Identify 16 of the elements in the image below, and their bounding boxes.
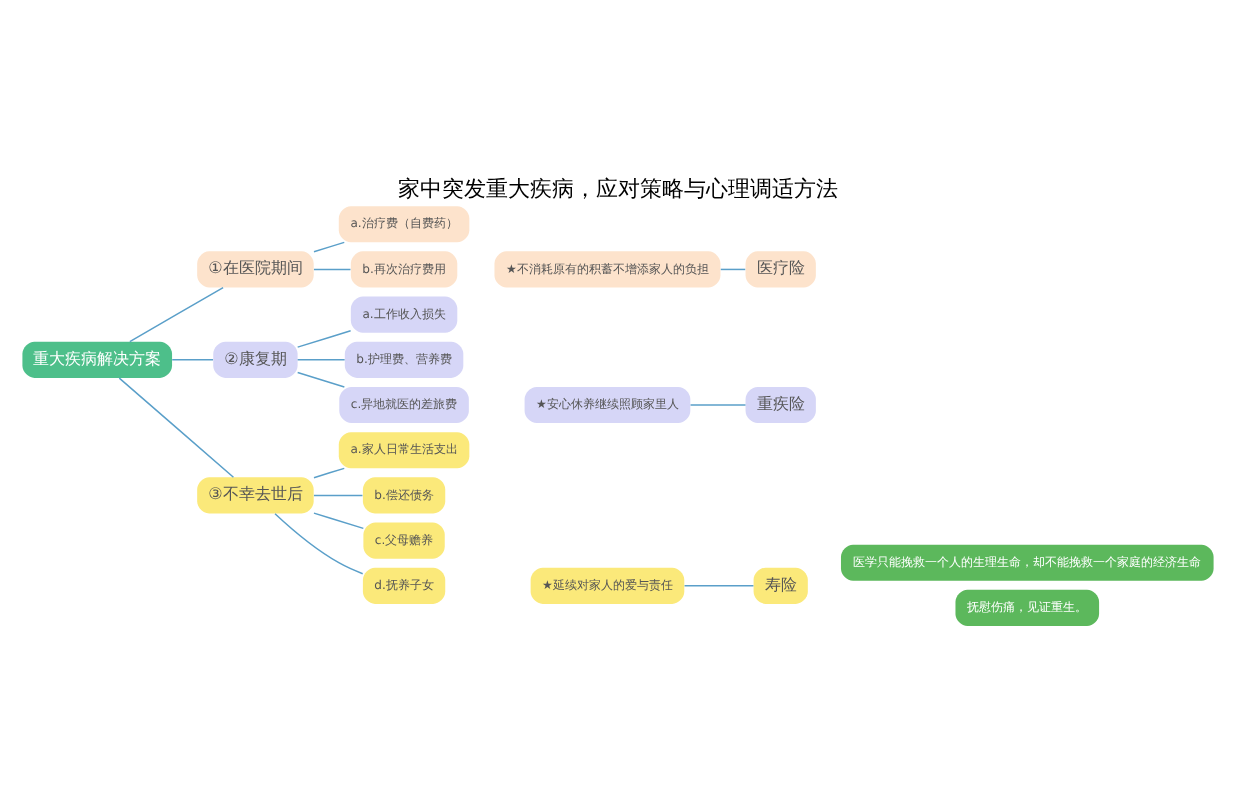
- connector: [313, 268, 352, 271]
- connector: [171, 359, 214, 361]
- connector: [313, 494, 364, 497]
- connector: [296, 330, 352, 348]
- connector: [313, 467, 345, 479]
- connector: [129, 286, 224, 343]
- connector: [274, 513, 364, 575]
- connector: [296, 359, 346, 361]
- connector: [313, 241, 345, 253]
- connector: [296, 371, 346, 388]
- connector: [720, 268, 746, 271]
- connector: [689, 404, 747, 406]
- diagram-title: 家中突发重大疾病，应对策略与心理调适方法: [398, 175, 838, 202]
- connector: [118, 377, 235, 478]
- connector: [313, 512, 365, 530]
- connector: [683, 585, 755, 587]
